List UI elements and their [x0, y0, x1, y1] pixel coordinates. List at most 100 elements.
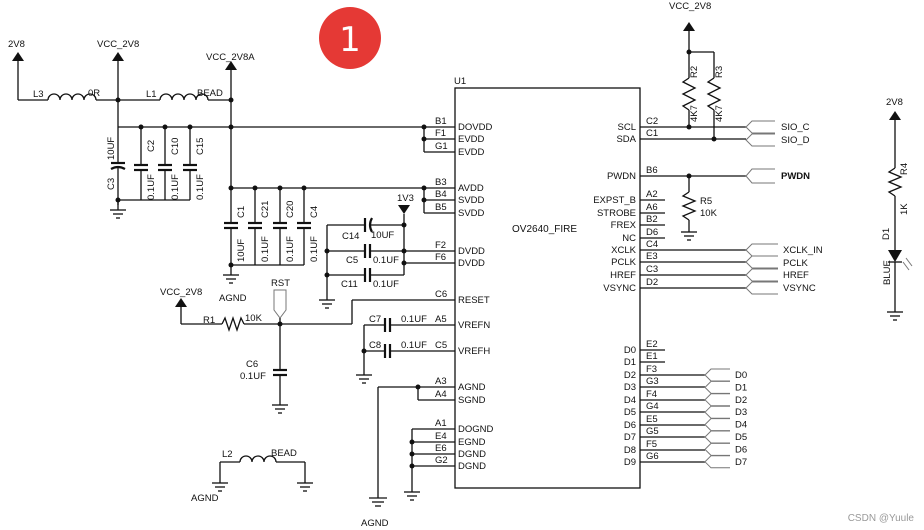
pin-number: A4 [435, 389, 447, 400]
power-vcc-2v8a-label: VCC_2V8A [206, 52, 255, 63]
r5-ref: R5 [700, 196, 712, 207]
data-label-d0: D0 [704, 368, 747, 382]
pin-number: C3 [646, 264, 658, 275]
pin-number: G4 [646, 401, 659, 412]
pin-name: EVDD [458, 134, 485, 145]
pin-name: XCLK [611, 245, 636, 256]
data-label-d7: D7 [704, 455, 747, 469]
net-sio-d: SIO_D [781, 135, 810, 146]
pin-number: G1 [435, 141, 448, 152]
step-badge: 1 [319, 7, 381, 69]
d1-ref: D1 [881, 228, 892, 240]
pin-name: PWDN [607, 171, 636, 182]
signal-net-labels: SIO_C SIO_D PWDN XCLK_IN PCLK HREF VSYNC [745, 120, 823, 295]
pin-name: D9 [624, 457, 636, 468]
pin-name: DOGND [458, 424, 494, 435]
agnd-label-l2: AGND [191, 493, 219, 504]
c4-ref: C4 [309, 206, 320, 218]
c15-ref: C15 [195, 138, 206, 155]
net-sio-c: SIO_C [781, 122, 810, 133]
pin-number: E3 [646, 251, 658, 262]
pin-name: NC [622, 233, 636, 244]
pin-number: B6 [646, 165, 658, 176]
pin-number: B5 [435, 202, 447, 213]
agnd-label-bottom: AGND [361, 518, 389, 529]
c20-value: 0.1UF [285, 236, 296, 262]
net-vsync: VSYNC [783, 283, 816, 294]
pin-name: DGND [458, 461, 486, 472]
power-2v8-led-label: 2V8 [886, 97, 903, 108]
input-rail: L3 0R L1 BEAD [18, 88, 234, 103]
net-pwdn: PWDN [781, 171, 810, 182]
pin-name: EVDD [458, 147, 485, 158]
c4-value: 0.1UF [309, 236, 320, 262]
data-net-label: D0 [735, 370, 747, 381]
l1-value: BEAD [197, 88, 223, 99]
pin-name: SVDD [458, 195, 485, 206]
data-net-label: D1 [735, 382, 747, 393]
dovdd-decoupling: 10UF C3 C2 0.1UF C10 0.1UF C15 0.1UF [106, 100, 455, 219]
i2c-pullups: R2 4K7 R3 4K7 [681, 49, 725, 142]
agnd-label-avdd: AGND [219, 293, 247, 304]
pin-name: D8 [624, 445, 636, 456]
pin-name: AGND [458, 382, 486, 393]
pin-number: C4 [646, 239, 658, 250]
reset-circuit: RST R1 10K C6 0.1UF [180, 278, 455, 414]
pin-number: B2 [646, 214, 658, 225]
r1-value: 10K [245, 313, 263, 324]
data-label-d6: D6 [704, 442, 747, 456]
evdd-tie [421, 127, 455, 153]
pin-number: F3 [646, 364, 657, 375]
status-led: R4 1K D1 BLUE [881, 120, 913, 321]
power-symbols: 2V8 VCC_2V8 VCC_2V8A VCC_2V8 1V3 VCC_2V8… [8, 1, 903, 307]
pin-number: A5 [435, 314, 447, 325]
r1-ref: R1 [203, 315, 215, 326]
pin-number: C5 [435, 340, 447, 351]
pin-name: D6 [624, 420, 636, 431]
c7-value: 0.1UF [401, 314, 427, 325]
pin-name: RESET [458, 295, 490, 306]
c8-ref: C8 [369, 340, 381, 351]
pin-name: D3 [624, 382, 636, 393]
pin-number: E6 [435, 443, 447, 454]
pin-number: F4 [646, 389, 657, 400]
c15-value: 0.1UF [195, 174, 206, 200]
pin-name: VREFN [458, 320, 490, 331]
c8-value: 0.1UF [401, 340, 427, 351]
pin-name: DOVDD [458, 122, 492, 133]
pin-number: B4 [435, 189, 447, 200]
net-href: HREF [783, 270, 809, 281]
power-vcc-2v8-rst-label: VCC_2V8 [160, 287, 202, 298]
pin-name: SDA [616, 134, 636, 145]
pin-name: PCLK [611, 257, 636, 268]
l3-ref: L3 [33, 89, 44, 100]
r4-ref: R4 [899, 163, 910, 175]
c21-value: 0.1UF [260, 236, 271, 262]
data-net-label: D3 [735, 407, 747, 418]
c7-ref: C7 [369, 314, 381, 325]
c20-ref: C20 [285, 201, 296, 218]
